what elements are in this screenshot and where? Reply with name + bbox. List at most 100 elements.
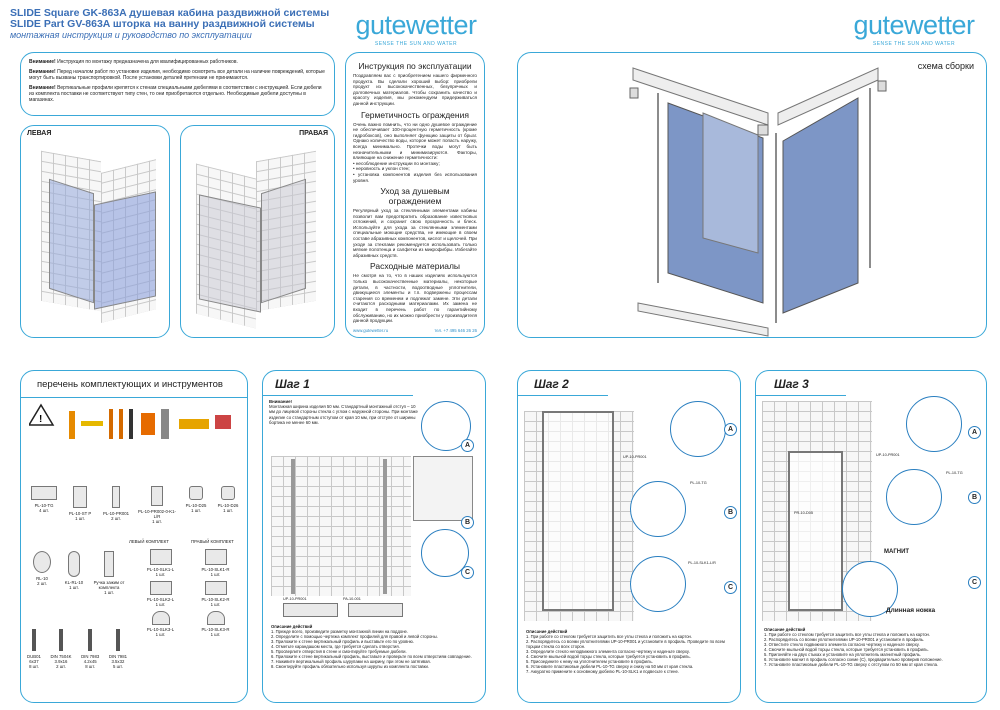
step2-title: Шаг 2 (534, 377, 569, 391)
scheme-title: схема сборки (917, 61, 974, 71)
scheme-drawing (629, 67, 887, 337)
badge-b: B (968, 491, 981, 504)
profile-drawing (283, 603, 338, 617)
step3-description: Описание действий 1. При работе со стекл… (764, 627, 943, 667)
step1-description: Описание действий 1. Прежде всего, произ… (271, 624, 472, 669)
svg-text:!: ! (39, 414, 42, 425)
badge-c: C (968, 576, 981, 589)
parts-title: перечень комплектующих и инструментов (37, 379, 223, 390)
step3-title: Шаг 3 (774, 377, 809, 391)
manual-title: Инструкция по эксплуатации (358, 61, 472, 71)
manual-h4: Расходные материалы (369, 261, 461, 272)
manual-bullet: • установка компонентов изделия без испо… (353, 171, 477, 183)
step1-panel: Шаг 1 Внимание!Монтажная ширина изделия … (262, 370, 486, 703)
detail-box (413, 456, 473, 521)
manual-p4: Не смотря на то, что в наших изделиях ис… (353, 273, 477, 324)
glass-front (199, 194, 261, 313)
badge-a: A (724, 423, 737, 436)
long-leg-label: Длинная ножка (886, 607, 936, 614)
product-title-1: SLIDE Square GK-863A душевая кабина разд… (10, 7, 330, 19)
step2-label: PL-10-TG (690, 481, 707, 485)
manual-site: www.gutewetter.ru (353, 327, 389, 333)
manual-p3: Регулярный уход за стеклянными элементам… (353, 208, 477, 258)
document-header: SLIDE Square GK-863A душевая кабина разд… (10, 7, 330, 41)
badge-b: B (724, 506, 737, 519)
step3-label: UP-10-PR001 (876, 453, 900, 457)
badge-c: C (461, 566, 474, 579)
manual-intro: Поздравляем вас с приобретением нашего ф… (353, 73, 477, 106)
detail-circle (670, 401, 726, 457)
badge-c: C (724, 581, 737, 594)
kit-left-label: ЛЕВЫЙ КОМПЛЕКТ (129, 539, 169, 544)
detail-circle (886, 469, 942, 525)
logo-text: gutewetter (355, 10, 477, 40)
assembly-scheme-panel: схема сборки (517, 52, 987, 338)
glass-side (261, 178, 306, 304)
manual-phone: тел. +7 495 646 26 26 (434, 327, 477, 333)
warning-3: Внимание! Вертикальные профили крепятся … (29, 85, 322, 103)
badge-a: A (968, 426, 981, 439)
manual-p2: Очень важно помнить, что ни одно душевое… (353, 121, 477, 161)
warning-1: Внимание! Инструкция по монтажу предназн… (29, 59, 238, 65)
magnet-label: МАГНИТ (884, 549, 910, 555)
right-variant-panel: ПРАВАЯ (180, 125, 335, 338)
product-subtitle: монтажная инструкция и руководство по эк… (10, 30, 252, 40)
left-variant-label: ЛЕВАЯ (27, 130, 52, 137)
detail-circle (630, 481, 686, 537)
right-variant-label: ПРАВАЯ (299, 130, 328, 137)
step2-glass (542, 411, 614, 611)
manual-bullet: • неровность и уклон стен; (353, 166, 410, 172)
kit-right-label: ПРАВЫЙ КОМПЛЕКТ (191, 539, 234, 544)
warnings-panel: Внимание! Инструкция по монтажу предназн… (20, 52, 335, 116)
glass-side (49, 178, 94, 304)
step2-description: Описание действий 1. При работе со стекл… (526, 629, 725, 674)
detail-circle (630, 556, 686, 612)
logo-tagline: SENSE THE SUN AND WATER (374, 41, 458, 47)
step2-label: UP-10-PR001 (623, 455, 647, 459)
product-title-2: SLIDE Part GV-863A шторка на ванну раздв… (10, 18, 315, 30)
step3-panel: Шаг 3 PR-10-D05 UP-10-PR001 A PL-10-TG B… (755, 370, 987, 703)
logo-top-right: gutewetter SENSE THE SUN AND WATER (844, 10, 984, 47)
profile-drawing (348, 603, 403, 617)
step1-title: Шаг 1 (275, 377, 310, 391)
detail-circle (906, 396, 962, 452)
warning-2: Внимание! Перед началом работ по установ… (29, 69, 325, 81)
detail-circle (842, 561, 898, 617)
step1-part-label: PA-10-001 (343, 597, 361, 601)
tools-illustration: ! (29, 403, 231, 439)
badge-a: A (461, 439, 474, 452)
left-variant-panel: ЛЕВАЯ (20, 125, 170, 338)
manual-h2: Герметичность ограждения (361, 109, 469, 120)
step3-label: PR-10-D05 (794, 511, 813, 515)
logo-text: gutewetter (853, 10, 975, 40)
logo-top-center: gutewetter SENSE THE SUN AND WATER (346, 10, 486, 47)
badge-b: B (461, 516, 474, 529)
step2-label: PL-10-SLK1-L/R (688, 561, 716, 565)
step2-panel: Шаг 2 A UP-10-PR001 PL-10-TG B PL-10-SLK… (517, 370, 741, 703)
step1-note: Внимание!Монтажная ширина изделия 50 мм.… (269, 399, 418, 425)
manual-h3: Уход за душевым ограждением (380, 186, 450, 207)
manual-panel: Инструкция по эксплуатации Поздравляем в… (345, 52, 485, 338)
manual-bullet: • несоблюдение инструкции по монтажу; (353, 160, 440, 166)
